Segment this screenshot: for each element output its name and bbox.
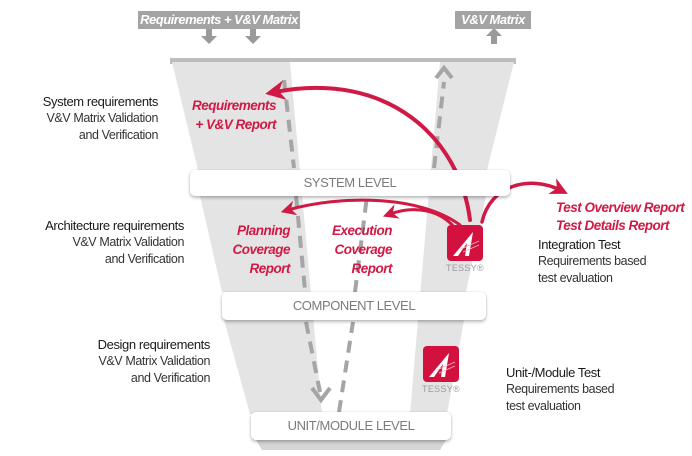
label-title: Design requirements [97,337,211,352]
funnel-center-channel [290,62,440,414]
dashed-up-line [432,81,446,169]
funnel-bottom [256,440,446,450]
vv-matrix-box: V&V Matrix [455,11,531,29]
dashed-up-arrowhead [434,64,454,80]
down-arrow-icon [245,26,261,44]
report-line: + V&V Report [195,117,276,132]
dashed-up-line [337,321,355,413]
dashed-down-line [282,79,296,169]
test-reports: Test Overview Report Test Details Report [556,199,685,235]
tessy-name: TESSY® [446,263,484,273]
requirements-vv-report: Requirements + V&V Report [190,96,277,134]
arrow-to-planning-report [280,198,462,227]
arrow-to-execution-report [382,204,457,230]
label-line: and Verification [130,371,210,385]
dashed-down-arrowhead [310,386,332,404]
system-requirements-label: System requirements V&V Matrix Validatio… [42,93,159,144]
label-line: Requirements based [506,382,615,396]
planning-coverage-report: Planning Coverage Report [222,221,290,278]
design-requirements-label: Design requirements V&V Matrix Validatio… [97,336,211,387]
top-arrows [201,26,502,44]
dashed-up-line [353,195,369,293]
label-line: test evaluation [506,399,581,413]
label-line: V&V Matrix Validation [72,235,184,249]
label-line: and Verification [78,128,158,142]
dashed-down-line [304,321,322,393]
integration-test-label: Integration Test Requirements based test… [538,236,647,287]
label-title: Unit-/Module Test [506,365,601,380]
report-line: Coverage [334,242,392,257]
dashed-down-line [294,195,307,291]
label-line: and Verification [104,252,184,266]
execution-coverage-report: Execution Coverage Report [318,221,393,278]
architecture-requirements-label: Architecture requirements V&V Matrix Val… [45,217,184,268]
label-title: Architecture requirements [45,218,184,233]
label-title: Integration Test [538,237,621,252]
report-line: Requirements [191,98,277,113]
label-line: V&V Matrix Validation [46,111,158,125]
report-line: Report [351,261,393,276]
label-title: System requirements [42,94,159,109]
label-line: V&V Matrix Validation [98,354,210,368]
label-line: test evaluation [538,271,613,285]
report-line: Report [249,261,291,276]
label-line: Requirements based [538,254,647,268]
report-line: Coverage [232,242,290,257]
tessy-logo-icon [447,225,483,261]
tessy-logo-integration: TESSY® [446,225,484,273]
system-level-bar: SYSTEM LEVEL [190,170,510,196]
unit-module-test-label: Unit-/Module Test Requirements based tes… [506,364,615,415]
report-line: Execution [331,223,393,238]
dashed-flow [282,79,446,413]
unit-module-level-bar: UNIT/MODULE LEVEL [251,412,451,440]
tessy-name: TESSY® [422,384,460,394]
test-details-report: Test Details Report [556,218,670,233]
component-level-bar: COMPONENT LEVEL [222,292,486,320]
test-overview-report: Test Overview Report [556,200,685,215]
down-arrow-icon [201,26,217,44]
report-line: Planning [237,223,291,238]
up-arrow-icon [486,28,502,44]
requirements-matrix-box: Requirements + V&V Matrix [138,11,300,29]
tessy-logo-icon [423,346,459,382]
arrow-to-test-reports [480,178,568,224]
tessy-logo-unit: TESSY® [422,346,460,394]
